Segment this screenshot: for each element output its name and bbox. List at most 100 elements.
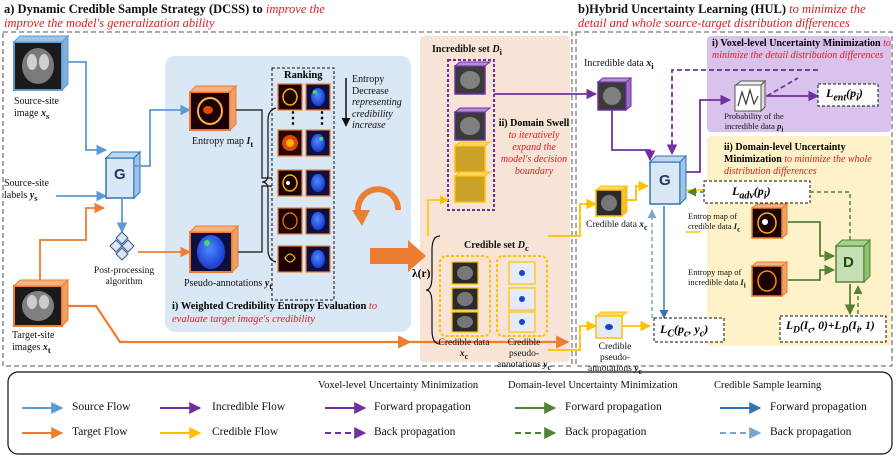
pseudo-annotations-cube <box>188 224 240 274</box>
credible-data-text: Credible data <box>438 338 490 348</box>
incredible-set-text: Incredible set <box>432 44 490 55</box>
L-adv-arg: (p <box>753 184 764 198</box>
source-labels-var: y <box>29 189 35 201</box>
section-b-frame <box>575 31 893 367</box>
legend-incredible-flow: Incredible Flow <box>212 401 286 413</box>
credible-pseudo-box <box>496 255 548 337</box>
L-D-b: , 0)+L <box>812 320 842 332</box>
credible-data-right-text: Credible data <box>586 220 637 230</box>
section-b-title: b)Hybrid Uncertainty Learning (HUL) to m… <box>578 2 866 17</box>
post-processing-label: Post-processing algorithm <box>93 266 155 287</box>
discriminator-network <box>834 238 872 284</box>
incredible-set-items <box>453 61 492 203</box>
L-adv-L: L <box>732 184 740 198</box>
left-g-network <box>104 150 142 200</box>
L-ent-arg: (p <box>846 86 857 100</box>
L-adv-label: Ladv(pi) <box>732 184 771 202</box>
L-C-a-sub: c <box>684 328 689 340</box>
credible-data-right-sub: c <box>644 222 648 232</box>
wce-tail: to <box>368 301 378 312</box>
L-ent-label: Lent(pi) <box>826 86 863 104</box>
entropy-incredible-sub: i <box>743 281 746 290</box>
L-C-b: , y <box>688 322 700 336</box>
incredible-data-label: Incredible data xi <box>584 58 654 72</box>
left-g-label: G <box>114 166 126 183</box>
section-a-frame <box>2 31 573 367</box>
legend-voxel-back: Back propagation <box>374 426 456 438</box>
credible-pseudo-text: Credible pseudo-annotations <box>497 338 541 370</box>
credible-pseudo-cube-right <box>594 311 629 339</box>
credible-data-right-label: Credible data xc <box>586 220 648 232</box>
probability-chart <box>734 79 767 113</box>
wce-sub: evaluate target image's credibility <box>172 314 315 326</box>
L-D-box <box>779 315 887 343</box>
lambda-label: λ(r) <box>412 268 431 280</box>
ranking-label: Ranking <box>284 70 323 81</box>
credible-pseudo-right-text: Credible pseudo-annotations <box>588 342 632 374</box>
L-adv-sub: adv <box>739 190 754 202</box>
entropy-credible-var: I <box>733 220 738 231</box>
L-D-L: L <box>786 320 794 332</box>
credible-set-text: Credible set <box>464 240 516 251</box>
credibility-note: representing credibility increase <box>352 97 402 131</box>
credible-data-label: Credible data xc <box>436 338 492 361</box>
credible-data-sub: c <box>464 351 469 361</box>
incredible-data-cube <box>596 76 633 112</box>
entropy-credible-text: Entrop map of credible data <box>688 211 738 231</box>
L-ent-sub: ent <box>833 92 847 104</box>
incredible-set-box <box>447 59 495 211</box>
L-D-sub: D <box>793 324 800 336</box>
entropy-incredible-label: Entropy map of incredible data Ii <box>688 267 750 290</box>
incredible-data-var: x <box>646 58 652 69</box>
entropy-map-sub: t <box>250 140 254 149</box>
entropy-incredible-var: I <box>740 276 744 287</box>
L-ent-box <box>817 83 879 107</box>
credible-pseudo-label: Credible pseudo-annotations yc <box>494 338 554 372</box>
legend-frame <box>7 371 893 455</box>
legend-credible-forward: Forward propagation <box>770 401 867 413</box>
wce-title-text: i) Weighted Credibility Entropy Evaluati… <box>172 301 367 312</box>
section-b-title-text: b)Hybrid Uncertainty Learning (HUL) <box>578 2 786 16</box>
section-a-subtitle: improve the model's generalization abili… <box>4 16 215 30</box>
section-b-subtitle: detail and whole source-target distribut… <box>578 16 850 30</box>
entropy-incredible-cube <box>750 260 789 298</box>
L-D-d: , 1) <box>859 320 875 332</box>
source-labels-sub: s <box>34 193 38 203</box>
pseudo-annotations-var: y <box>264 278 270 289</box>
right-g-network <box>648 154 688 206</box>
source-labels-label: Source-site labels ys <box>4 178 60 203</box>
pseudo-annotations-label: Pseudo-annotations yt <box>184 278 272 292</box>
L-C-sub: C <box>667 328 675 340</box>
credible-data-cube-right <box>594 184 629 218</box>
domain-swell-label: ii) Domain Swell to iteratively expand t… <box>498 118 570 178</box>
credible-pseudo-var: y <box>543 359 548 370</box>
entropy-incredible-text: Entropy map of incredible data <box>688 267 742 287</box>
prob-sub: i <box>781 125 784 134</box>
domain-title-text: ii) Domain-level Uncertainty Minimizatio… <box>724 142 846 165</box>
ranking-dots-1: ⋮ <box>285 110 301 127</box>
voxel-tail: to <box>883 38 891 49</box>
source-image-label: Source-site image xs <box>14 96 84 121</box>
domain-title: ii) Domain-level Uncertainty Minimizatio… <box>724 142 892 178</box>
prob-var: p <box>777 120 782 131</box>
legend-credible-back: Back propagation <box>770 426 852 438</box>
L-D-label: LD(Ic, 0)+LD(Ii, 1) <box>786 320 875 335</box>
right-g-label: G <box>659 172 671 189</box>
source-image-text: Source-site image <box>14 96 59 119</box>
section-a-subtitle-1: improve the <box>265 2 325 16</box>
domain-swell-desc: to iteratively expand the model's decisi… <box>500 130 568 177</box>
credible-data-right-var: x <box>639 220 645 230</box>
legend-header-voxel: Voxel-level Uncertainty Minimization <box>318 380 479 391</box>
legend-domain-forward: Forward propagation <box>565 401 662 413</box>
L-D-a-sub: c <box>808 324 813 336</box>
loop-arrow <box>355 186 402 220</box>
entropy-credible-sub: c <box>737 225 741 234</box>
L-ent-L: L <box>826 86 834 100</box>
D-label: D <box>843 254 854 271</box>
target-image-cube <box>12 278 70 328</box>
post-processing-icon <box>109 231 135 261</box>
legend-source-flow: Source Flow <box>72 401 131 413</box>
incredible-data-sub: i <box>651 62 654 71</box>
prob-label: Probability of the incredible data pi <box>716 111 792 134</box>
